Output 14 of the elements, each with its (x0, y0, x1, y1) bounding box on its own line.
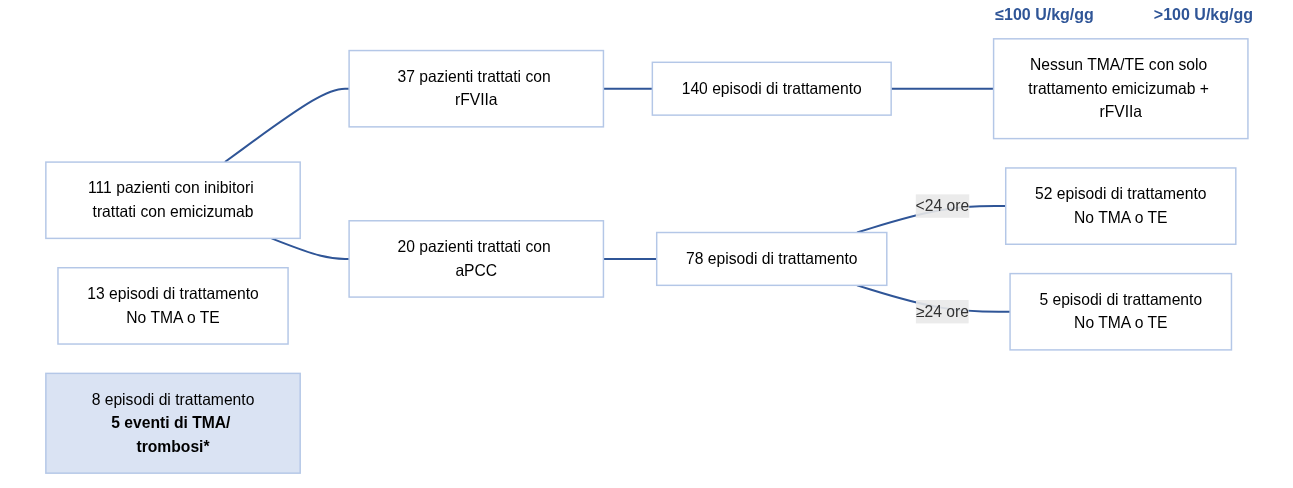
node-box: 111 pazienti con inibitori trattati con emicizumab (44, 161, 301, 240)
node-box: 5 episodi di trattamento No TMA o TE (1008, 272, 1232, 351)
node-box: Nessun TMA/TE con solo trattamento emicizumab + rFVIIa (992, 38, 1249, 140)
node-box: 8 episodi di trattamento 5 eventi di TMA/ trombosi* (44, 372, 301, 474)
column-header: ≤100 U/kg/gg (995, 6, 1094, 25)
node-box: 140 episodi di trattamento (651, 61, 892, 116)
node-box: 20 pazienti trattati con aPCC (347, 220, 604, 298)
node-box: 52 episodi di trattamento No TMA o TE (1004, 167, 1237, 245)
node-box: 78 episodi di trattamento (655, 231, 888, 287)
edge-label: <24 ore (915, 197, 969, 214)
edge-label: ≥24 ore (915, 302, 969, 320)
column-header: >100 U/kg/gg (1153, 6, 1253, 25)
node-box: 13 episodi di trattamento No TMA o TE (56, 267, 289, 345)
node-box: 37 pazienti trattati con rFVIIa (347, 49, 604, 128)
